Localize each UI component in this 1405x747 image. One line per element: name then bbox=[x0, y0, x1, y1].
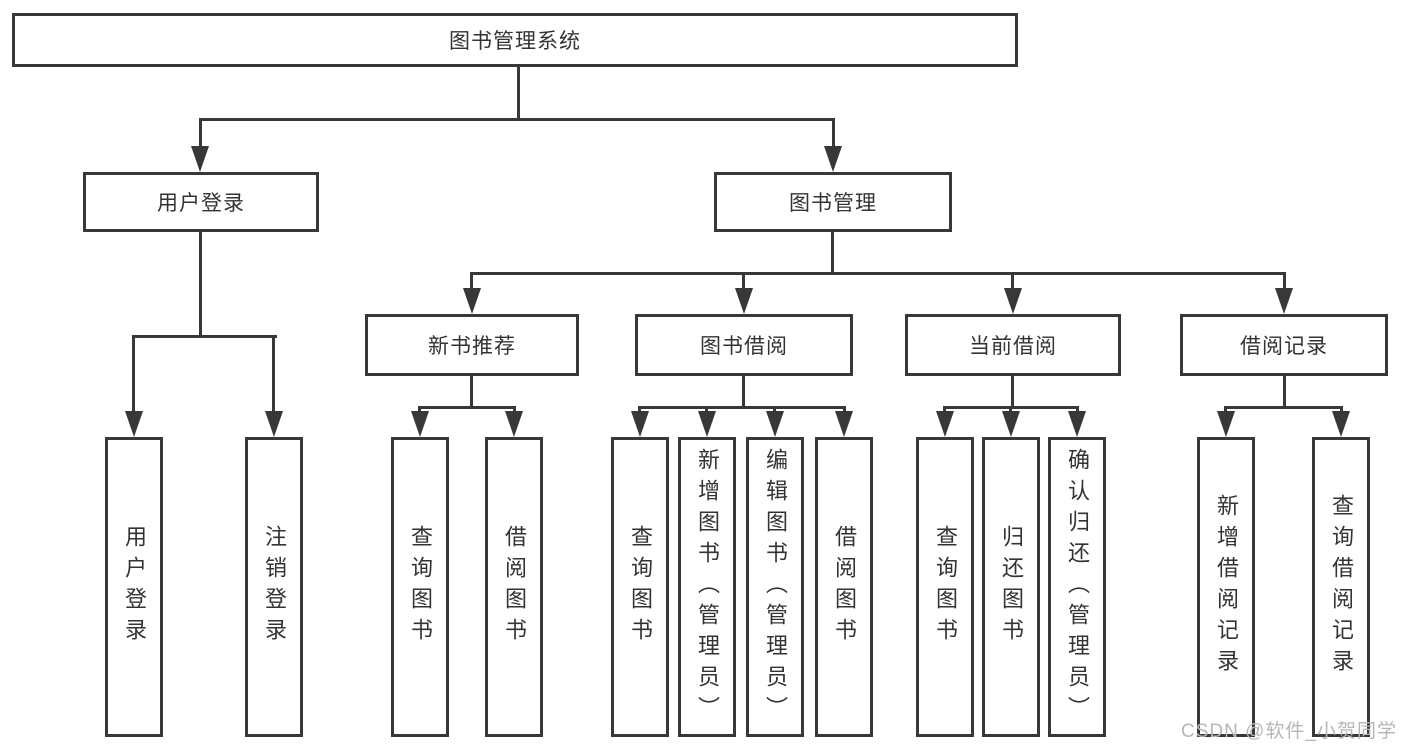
connector-line bbox=[470, 272, 1286, 275]
arrowhead bbox=[936, 411, 954, 437]
connector-line bbox=[1224, 406, 1343, 409]
connector-line bbox=[517, 67, 520, 121]
arrowhead bbox=[265, 411, 283, 437]
node-new-book-recommend: 新书推荐 bbox=[365, 314, 579, 376]
node-book-borrow: 图书借阅 bbox=[635, 314, 853, 376]
connector-line bbox=[470, 272, 473, 292]
arrowhead bbox=[505, 411, 523, 437]
leaf-label: 借阅图书 bbox=[832, 525, 857, 649]
leaf-label: 新增借阅记录 bbox=[1214, 494, 1239, 680]
leaf-return-books: 归还图书 bbox=[982, 437, 1040, 737]
connector-line bbox=[132, 335, 277, 338]
arrowhead bbox=[125, 411, 143, 437]
arrowhead bbox=[735, 288, 753, 314]
connector-line bbox=[199, 232, 202, 338]
connector-line bbox=[638, 406, 846, 409]
leaf-label: 注销登录 bbox=[262, 525, 287, 649]
connector-line bbox=[199, 118, 202, 150]
arrowhead bbox=[698, 411, 716, 437]
leaf-label: 查询图书 bbox=[408, 525, 433, 649]
leaf-label: 新增图书（管理员） bbox=[695, 447, 720, 727]
arrowhead bbox=[1002, 411, 1020, 437]
arrowhead bbox=[1217, 411, 1235, 437]
leaf-query-books-borrow: 查询图书 bbox=[611, 437, 669, 737]
leaf-label: 借阅图书 bbox=[502, 525, 527, 649]
arrowhead bbox=[1068, 411, 1086, 437]
arrowhead bbox=[766, 411, 784, 437]
connector-line bbox=[199, 118, 835, 121]
connector-line bbox=[1283, 376, 1286, 409]
node-book-management: 图书管理 bbox=[714, 172, 952, 232]
leaf-confirm-return-admin: 确认归还（管理员） bbox=[1048, 437, 1106, 737]
node-user-login: 用户登录 bbox=[83, 172, 319, 232]
connector-line bbox=[470, 376, 473, 409]
leaf-borrow-books-newbooks: 借阅图书 bbox=[485, 437, 543, 737]
connector-line bbox=[1011, 272, 1014, 292]
leaf-label: 编辑图书（管理员） bbox=[763, 447, 788, 727]
leaf-label: 确认归还（管理员） bbox=[1065, 447, 1090, 727]
connector-line bbox=[1283, 272, 1286, 292]
connector-line bbox=[272, 335, 275, 413]
leaf-label: 用户登录 bbox=[122, 525, 147, 649]
arrowhead bbox=[631, 411, 649, 437]
arrowhead bbox=[463, 288, 481, 314]
arrowhead bbox=[1004, 288, 1022, 314]
node-root-library-system: 图书管理系统 bbox=[12, 13, 1018, 67]
connector-line bbox=[1011, 376, 1014, 409]
leaf-label: 查询图书 bbox=[628, 525, 653, 649]
leaf-add-borrow-record: 新增借阅记录 bbox=[1197, 437, 1255, 737]
leaf-logout: 注销登录 bbox=[245, 437, 303, 737]
arrowhead bbox=[191, 146, 209, 172]
leaf-query-books-newbooks: 查询图书 bbox=[391, 437, 449, 737]
arrowhead bbox=[1332, 411, 1350, 437]
arrowhead bbox=[824, 146, 842, 172]
node-borrow-records: 借阅记录 bbox=[1180, 314, 1388, 376]
leaf-label: 归还图书 bbox=[999, 525, 1024, 649]
leaf-label: 查询借阅记录 bbox=[1329, 494, 1354, 680]
leaf-query-borrow-record: 查询借阅记录 bbox=[1312, 437, 1370, 737]
leaf-label: 查询图书 bbox=[933, 525, 958, 649]
node-current-borrow: 当前借阅 bbox=[905, 314, 1121, 376]
connector-line bbox=[831, 232, 834, 275]
leaf-borrow-books: 借阅图书 bbox=[815, 437, 873, 737]
leaf-query-books-current: 查询图书 bbox=[916, 437, 974, 737]
arrowhead bbox=[411, 411, 429, 437]
connector-line bbox=[418, 406, 516, 409]
connector-line bbox=[832, 118, 835, 150]
leaf-add-books-admin: 新增图书（管理员） bbox=[678, 437, 736, 737]
arrowhead bbox=[1275, 288, 1293, 314]
leaf-user-login: 用户登录 bbox=[105, 437, 163, 737]
connector-line bbox=[132, 335, 135, 413]
arrowhead bbox=[835, 411, 853, 437]
connector-line bbox=[742, 272, 745, 292]
connector-line bbox=[742, 376, 745, 409]
leaf-edit-books-admin: 编辑图书（管理员） bbox=[746, 437, 804, 737]
csdn-watermark: CSDN @软件_小贺同学 bbox=[1181, 721, 1397, 742]
